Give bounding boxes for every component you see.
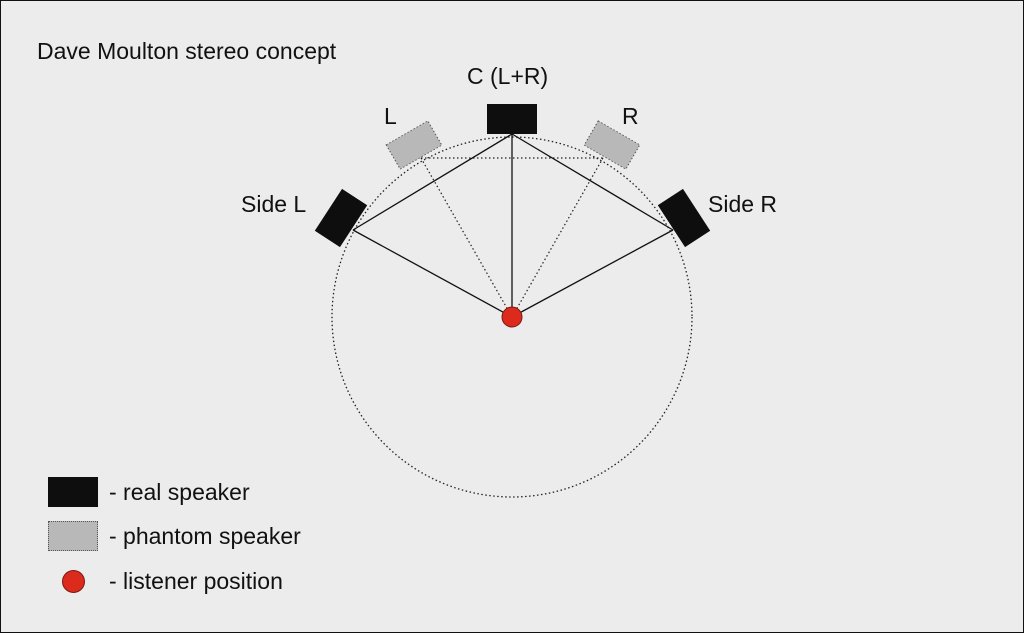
real-speaker-side-right: [657, 188, 711, 248]
phantom-speaker-left: [385, 120, 443, 170]
side-right-label: Side R: [708, 191, 778, 217]
center-to-side-right-line: [511, 133, 674, 231]
side-left-label: Side L: [241, 191, 307, 217]
listening-circle: [331, 136, 693, 498]
side-right-to-listener-line: [511, 229, 674, 318]
real-speaker-center: [487, 104, 537, 134]
real-speaker-swatch: [48, 477, 98, 507]
phantom-speaker-swatch: [48, 521, 98, 551]
listener-swatch: [61, 569, 85, 593]
legend-real-speaker: - real speaker: [47, 476, 250, 508]
listener-position: [501, 306, 523, 328]
center-speaker-label: C (L+R): [467, 63, 549, 89]
legend-listener-swatch-wrap: [47, 569, 99, 593]
legend-listener-label: - listener position: [109, 567, 283, 594]
legend-phantom-swatch-wrap: [47, 521, 99, 551]
legend-phantom-label: - phantom speaker: [109, 522, 301, 549]
legend-phantom-speaker: - phantom speaker: [47, 520, 301, 552]
legend-real-label: - real speaker: [109, 478, 250, 505]
legend-real-swatch-wrap: [47, 477, 99, 507]
legend-listener-position: - listener position: [47, 565, 283, 597]
phantom-speaker-right: [583, 120, 641, 170]
phantom-left-line: [420, 157, 513, 318]
left-phantom-label: L: [384, 103, 397, 129]
phantom-right-line: [511, 157, 604, 318]
right-phantom-label: R: [622, 103, 639, 129]
real-speaker-side-left: [314, 188, 368, 248]
center-to-side-left-line: [352, 133, 513, 231]
diagram-title: Dave Moulton stereo concept: [37, 38, 337, 64]
side-left-to-listener-line: [352, 229, 513, 318]
